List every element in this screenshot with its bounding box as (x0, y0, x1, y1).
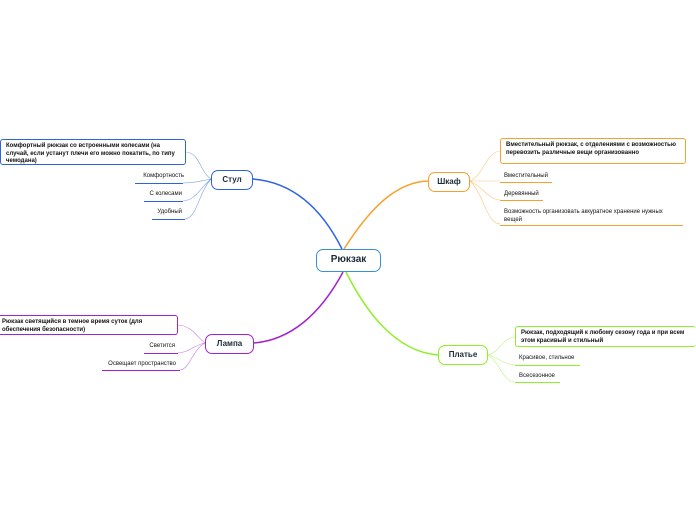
shkaf-item-1[interactable]: Вместительный (504, 173, 548, 181)
platie-description-box[interactable]: Рюкзак, подходящий к любому сезону года … (515, 326, 696, 347)
stul-item-2[interactable]: С колесами (139, 191, 182, 199)
lampa-item-2-underline (102, 370, 180, 371)
link-central-platie (345, 271, 439, 356)
link-stul-box (185, 151, 212, 180)
topic-platie[interactable]: Платье (438, 345, 488, 365)
link-platie-item-1 (487, 354, 516, 366)
link-stul-item-3 (184, 178, 212, 220)
stul-description-text: Комфортный рюкзак со встроенными колесам… (6, 143, 175, 164)
shkaf-item-3[interactable]: Возможность организовать аккуратное хран… (504, 209, 680, 224)
link-shkaf-item-2 (469, 180, 501, 201)
link-stul-item-1 (182, 178, 212, 184)
central-topic[interactable]: Рюкзак (316, 249, 381, 272)
topic-platie-label: Платье (448, 350, 478, 359)
stul-item-1[interactable]: Комфортность (139, 173, 184, 181)
lampa-description-text: Рюкзак светящийся в темное время суток (… (2, 319, 143, 333)
lampa-item-1[interactable]: Светится (130, 343, 175, 351)
shkaf-description-text: Вместительный рюкзак, с отделениями с во… (506, 142, 676, 156)
link-lampa-item-2 (179, 342, 206, 371)
link-central-shkaf (343, 180, 429, 250)
shkaf-item-3-underline (500, 225, 683, 226)
platie-item-2-underline (515, 382, 560, 383)
link-lampa-item-1 (177, 342, 206, 354)
link-stul-item-2 (182, 178, 212, 202)
topic-lampa-label: Лампа (216, 339, 243, 348)
link-central-stul (252, 178, 343, 250)
topic-stul-label: Стул (222, 175, 242, 184)
link-lampa-box (177, 324, 206, 344)
platie-item-2-label: Всесезонное (519, 373, 555, 379)
shkaf-item-3-label: Возможность организовать аккуратное хран… (504, 209, 663, 223)
shkaf-description-box[interactable]: Вместительный рюкзак, с отделениями с во… (500, 138, 686, 164)
platie-item-1-underline (515, 365, 580, 366)
topic-lampa[interactable]: Лампа (205, 334, 254, 354)
link-shkaf-item-3 (469, 180, 501, 225)
stul-item-3-label: Удобный (157, 209, 182, 215)
stul-item-1-underline (135, 183, 183, 184)
lampa-description-box[interactable]: Рюкзак светящийся в темное время суток (… (0, 315, 178, 335)
topic-stul[interactable]: Стул (211, 170, 253, 190)
shkaf-item-1-underline (500, 182, 552, 183)
lampa-item-1-underline (144, 353, 178, 354)
stul-item-3-underline (152, 219, 185, 220)
shkaf-item-2-label: Деревянный (504, 191, 539, 197)
lampa-item-2-label: Освещает пространство (108, 361, 176, 367)
central-topic-label: Рюкзак (330, 254, 367, 265)
topic-shkaf-label: Шкаф (437, 177, 461, 186)
lampa-item-2[interactable]: Освещает пространство (100, 361, 176, 369)
stul-item-2-underline (144, 201, 183, 202)
platie-item-1-label: Красивое, стильное (519, 355, 575, 361)
platie-item-1[interactable]: Красивое, стильное (519, 355, 574, 363)
platie-description-text: Рюкзак, подходящий к любому сезону года … (521, 330, 685, 344)
shkaf-item-2[interactable]: Деревянный (504, 191, 539, 199)
link-platie-box (487, 336, 516, 356)
stul-item-3[interactable]: Удобный (144, 209, 182, 217)
topic-shkaf[interactable]: Шкаф (428, 172, 470, 192)
link-platie-item-2 (487, 354, 516, 383)
stul-item-1-label: Комфортность (143, 173, 184, 179)
link-central-lampa (253, 271, 344, 344)
shkaf-item-1-label: Вместительный (504, 173, 548, 179)
shkaf-item-2-underline (500, 200, 543, 201)
stul-description-box[interactable]: Комфортный рюкзак со встроенными колесам… (0, 139, 186, 165)
stul-item-2-label: С колесами (149, 191, 182, 197)
lampa-item-1-label: Светится (149, 343, 175, 349)
link-shkaf-box (469, 150, 501, 182)
platie-item-2[interactable]: Всесезонное (519, 373, 555, 381)
